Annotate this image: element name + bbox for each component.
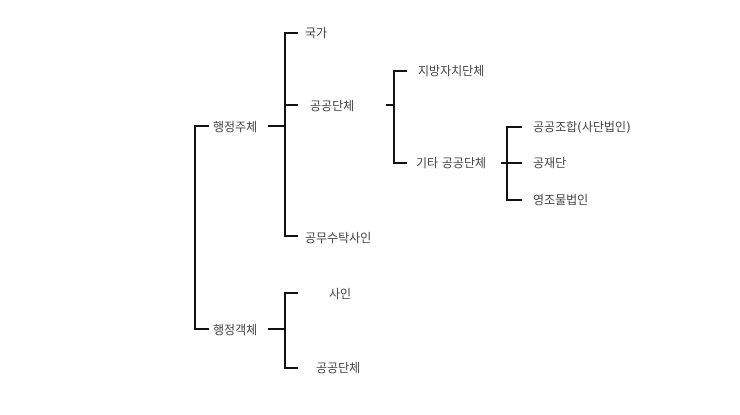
node-public-institution: 영조물법인 (533, 193, 589, 207)
root-arm-subject (194, 125, 209, 127)
object-connector (268, 328, 285, 330)
other-public-arm-foundation (506, 162, 522, 164)
node-private-person: 사인 (329, 287, 352, 301)
root-bracket-vertical (194, 125, 196, 330)
other-public-arm-institution (506, 199, 522, 201)
object-arm-public-body (284, 367, 298, 369)
public-body-arm-other (393, 162, 407, 164)
subject-arm-public-body (284, 104, 298, 106)
subject-arm-entrusted (284, 235, 298, 237)
node-object-public-body: 공공단체 (316, 361, 361, 375)
public-body-connector (386, 104, 395, 106)
subject-connector (268, 125, 285, 127)
root-arm-object (194, 328, 209, 330)
public-body-arm-local (393, 70, 407, 72)
object-arm-private (284, 292, 298, 294)
subject-arm-state (284, 32, 298, 34)
node-state: 국가 (305, 26, 328, 40)
node-admin-subject: 행정주체 (213, 120, 258, 134)
node-public-body: 공공단체 (310, 99, 355, 113)
object-bracket-vertical (284, 292, 286, 369)
node-public-association: 공공조합(사단법인) (533, 120, 631, 134)
other-public-arm-association (506, 126, 522, 128)
other-public-connector (501, 162, 508, 164)
subject-bracket-vertical (284, 32, 286, 237)
node-local-government: 지방자치단체 (418, 64, 485, 78)
node-public-foundation: 공재단 (533, 156, 567, 170)
node-admin-object: 행정객체 (213, 323, 258, 337)
node-entrusted-private: 공무수탁사인 (305, 231, 372, 245)
node-other-public-body: 기타 공공단체 (416, 156, 487, 170)
public-body-bracket-vertical (393, 70, 395, 164)
